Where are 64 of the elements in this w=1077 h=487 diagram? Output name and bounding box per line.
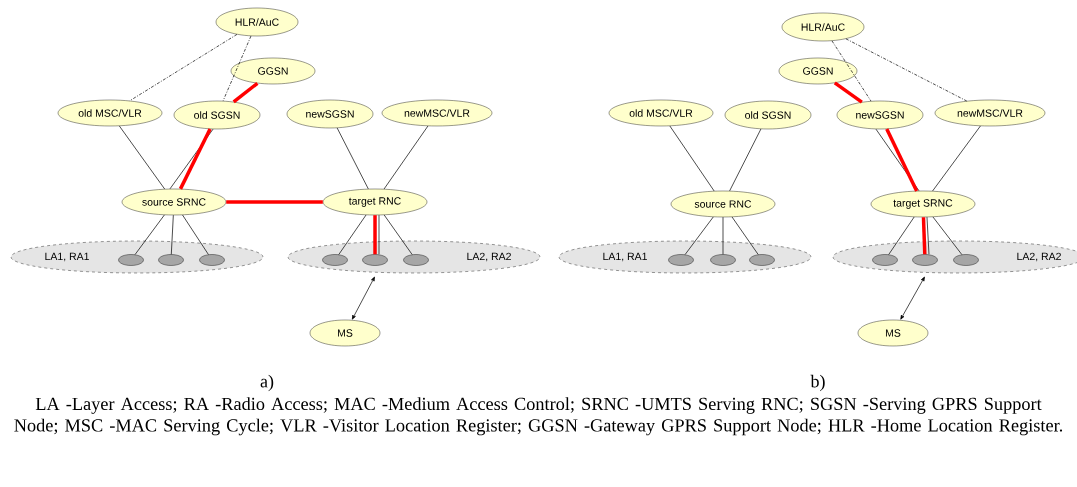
dashed-link (831, 40, 872, 102)
cell-ellipse (912, 254, 938, 266)
link-line (226, 200, 323, 204)
dashed-link (222, 35, 252, 102)
link-line (932, 125, 981, 192)
cell-ellipse (668, 254, 694, 266)
link-line (383, 125, 429, 190)
link-line (119, 125, 165, 190)
link-line (182, 214, 209, 255)
cell-ellipse (322, 254, 348, 266)
network-node: old MSC/VLR (57, 99, 163, 127)
panel-label: b) (810, 374, 825, 392)
link-line (684, 216, 714, 255)
link-line (338, 214, 367, 255)
dashed-link (845, 38, 968, 102)
network-node: newSGSN (836, 100, 924, 130)
cell-ellipse (872, 254, 898, 266)
link-line (729, 128, 762, 192)
network-node: source SRNC (121, 188, 227, 216)
link-line (378, 214, 380, 255)
cell-ellipse (158, 254, 184, 266)
cell-ellipse (362, 254, 388, 266)
arrow (351, 276, 375, 320)
link-line (669, 125, 715, 192)
network-node: newSGSN (286, 99, 374, 129)
cell-ellipse (118, 254, 144, 266)
link-line (232, 81, 259, 104)
cell-ellipse (710, 254, 736, 266)
network-node: old SGSN (173, 100, 261, 130)
link-line (932, 216, 963, 255)
dashed-link (129, 34, 238, 102)
network-node: newMSC/VLR (934, 99, 1046, 127)
link-line (383, 214, 413, 255)
arrow (900, 276, 925, 320)
network-node: MS (309, 319, 381, 347)
link-line (722, 216, 724, 255)
link-line (178, 128, 212, 190)
link-line (731, 216, 759, 255)
network-node: HLR/AuC (781, 12, 865, 42)
panel-label: a) (260, 374, 274, 392)
link-line (921, 217, 927, 255)
network-node: MS (857, 319, 929, 347)
caption: LA -Layer Access; RA -Radio Access; MAC -Medium Access Control; SRNC -UMTS Serving RNC; SGSN -Serving GPRS Support Node; MSC -MAC Serving Cycle; VLR -Visitor Location Register; GGSN -Gateway GPRS Support Node; HLR -Home Location Register. (14, 397, 1063, 436)
link-line (170, 214, 174, 255)
cell-ellipse (749, 254, 775, 266)
cell-ellipse (199, 254, 225, 266)
link-line (134, 214, 165, 255)
network-node: GGSN (230, 57, 316, 85)
network-node: old MSC/VLR (608, 99, 714, 127)
link-line (926, 216, 930, 255)
network-node: GGSN (778, 57, 858, 85)
link-line (336, 127, 369, 190)
link-line (885, 128, 919, 192)
link-line (888, 216, 915, 255)
network-node: source RNC (670, 190, 776, 218)
cell-ellipse (403, 254, 429, 266)
network-node: old SGSN (724, 100, 812, 130)
link-line (833, 81, 863, 104)
link-line (373, 215, 377, 255)
network-node: newMSC/VLR (381, 99, 493, 127)
network-node: HLR/AuC (215, 7, 299, 37)
network-node: target RNC (322, 188, 428, 216)
cell-ellipse (953, 254, 979, 266)
network-node: target SRNC (870, 190, 976, 218)
